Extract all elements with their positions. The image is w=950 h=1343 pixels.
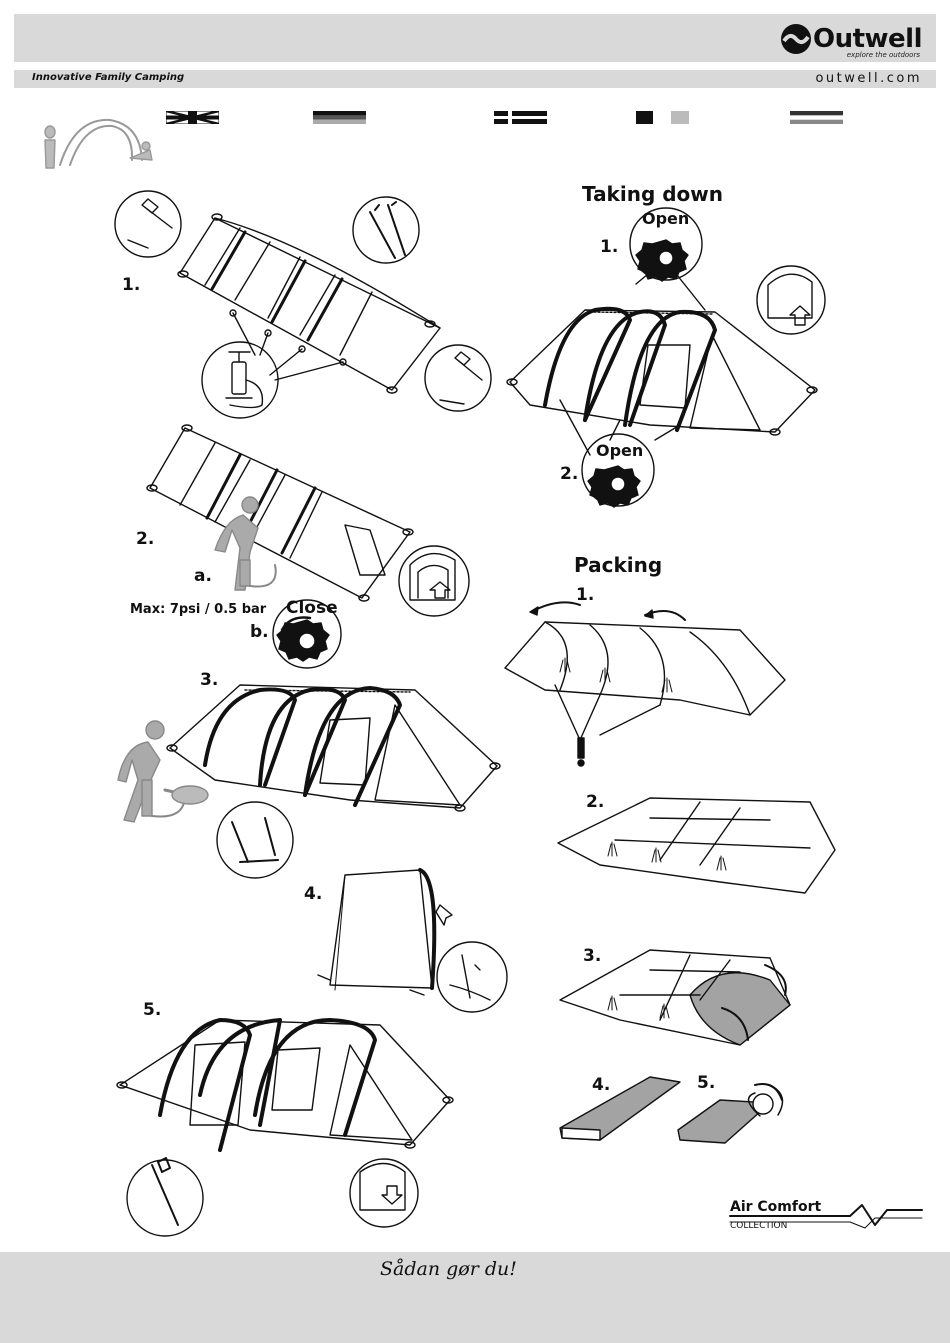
arrow-up-icon — [430, 582, 450, 598]
pegs-detail-circle — [353, 197, 419, 263]
max-pressure-label: Max: 7psi / 0.5 bar — [130, 602, 266, 617]
step-1-label: 1. — [122, 275, 140, 295]
flat-tent-step2 — [147, 425, 413, 601]
footer-text: Sådan gør du! — [380, 1258, 517, 1280]
step-2b-label: b. — [250, 622, 269, 642]
door-detail-circle-3 — [757, 266, 825, 334]
packing-step4 — [560, 1077, 680, 1140]
person-inflating-icon — [215, 497, 276, 590]
collection-subtitle: COLLECTION — [730, 1221, 925, 1231]
packing-step-4: 4. — [592, 1075, 610, 1095]
tent-peg-icon-3 — [152, 1158, 178, 1225]
door-panel-step4 — [318, 870, 452, 995]
taking-down-tent — [507, 260, 817, 455]
packing-step2 — [558, 798, 835, 893]
taking-down-step-2: 2. — [560, 464, 578, 484]
open-label-1: Open — [642, 209, 689, 228]
tent-peg-icon-2 — [232, 818, 278, 862]
mallet-detail-circle — [115, 191, 181, 257]
arrow-up-icon-2 — [790, 306, 810, 325]
packing-step5 — [678, 1084, 783, 1143]
packing-step-1: 1. — [576, 585, 594, 605]
footer-band: Sådan gør du! — [0, 1252, 950, 1343]
zip-detail-circle — [437, 942, 507, 1012]
pitching-figure-icon — [45, 120, 152, 168]
pitched-tent-step3 — [167, 685, 500, 811]
peg-detail-circle — [217, 802, 293, 878]
packing-step1 — [505, 602, 785, 766]
step-3-label: 3. — [200, 670, 218, 690]
packing-title: Packing — [574, 553, 662, 577]
open-label-2: Open — [596, 441, 643, 460]
packing-step-5: 5. — [697, 1073, 715, 1093]
step-2-label: 2. — [136, 529, 154, 549]
collection-title: Air Comfort — [730, 1199, 925, 1215]
air-pump-icon — [226, 352, 262, 408]
mallet-icon — [128, 199, 172, 248]
zip-pull-icon — [450, 955, 490, 1000]
door-zip-icon — [410, 554, 455, 600]
mallet-icon-2 — [440, 352, 482, 404]
close-label: Close — [286, 598, 338, 618]
door-zip-icon-2 — [360, 1164, 405, 1211]
air-comfort-collection: Air Comfort COLLECTION — [730, 1199, 925, 1231]
tent-peg-icon — [370, 202, 405, 258]
pitched-tent-step5 — [117, 1020, 453, 1150]
step-4-label: 4. — [304, 884, 322, 904]
step-2a-label: a. — [194, 566, 212, 586]
taking-down-step-1: 1. — [600, 237, 618, 257]
step-5-label: 5. — [143, 1000, 161, 1020]
packing-step-3: 3. — [583, 946, 601, 966]
arrow-down-icon — [382, 1186, 402, 1204]
taking-down-title: Taking down — [582, 182, 723, 206]
instruction-illustrations — [0, 0, 950, 1252]
person-pump-icon — [118, 721, 208, 822]
packing-step-2: 2. — [586, 792, 604, 812]
